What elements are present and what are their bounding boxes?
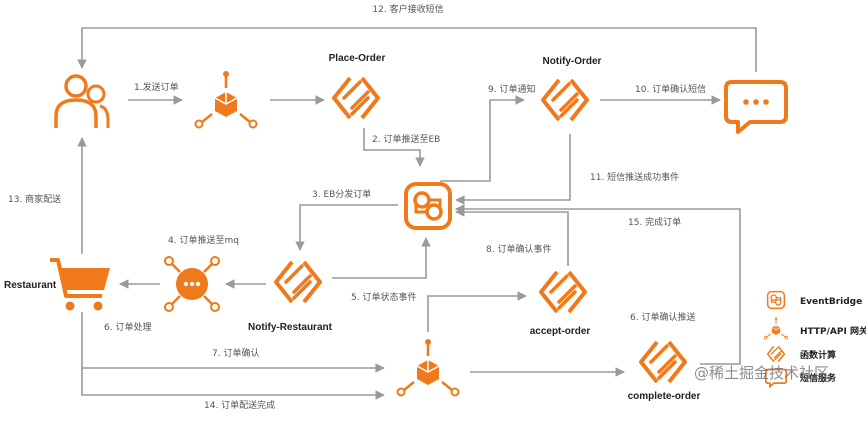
node-label-notify-order: Notify-Order xyxy=(543,56,602,67)
shopping-cart-icon xyxy=(50,258,110,311)
customer-icon xyxy=(54,74,110,128)
edge-15 xyxy=(455,204,741,365)
notify-restaurant-icon xyxy=(274,260,322,304)
accept-order-icon xyxy=(539,270,587,314)
api-gateway-icon xyxy=(194,69,258,129)
edge-9 xyxy=(440,95,525,182)
edge-label-10: 10. 订单确认短信 xyxy=(635,83,706,95)
edge-label-5: 5. 订单状态事件 xyxy=(351,291,416,303)
edge-2 xyxy=(363,128,425,167)
edge-label-11: 11. 短信推送成功事件 xyxy=(590,171,679,183)
edge-7 xyxy=(81,312,385,373)
edge-label-2: 2. 订单推送至EB xyxy=(372,133,440,145)
edge-label-8: 8. 订单确认事件 xyxy=(486,243,551,255)
legend-sms-icon xyxy=(764,368,788,389)
legend-eventbridge-icon xyxy=(766,290,786,310)
node-label-restaurant: Restaurant xyxy=(4,280,57,291)
edge-label-4: 4. 订单推送至mq xyxy=(168,234,239,246)
api-gateway-2-icon xyxy=(396,337,460,397)
edge-label-6b: 6. 订单确认推送 xyxy=(630,311,695,323)
legend: EventBridge HTTP/API 网关 函数计算 短信服务 xyxy=(763,290,866,389)
legend-label-3: 短信服务 xyxy=(800,372,837,384)
edge-11 xyxy=(455,134,571,205)
edge-label-14: 14. 订单配送完成 xyxy=(204,399,275,411)
edge-label-12: 12. 客户接收短信 xyxy=(372,3,443,15)
edge-3 xyxy=(295,204,398,251)
edge-label-7: 7. 订单确认 xyxy=(212,347,259,359)
connectors xyxy=(77,27,757,400)
legend-label-2: 函数计算 xyxy=(800,349,836,361)
edge-5 xyxy=(332,237,431,279)
legend-api-gateway-icon xyxy=(763,316,789,340)
edge-12 xyxy=(77,27,757,72)
sms-icon xyxy=(724,80,788,134)
edge-label-9: 9. 订单通知 xyxy=(488,83,535,95)
node-label-accept-order: accept-order xyxy=(530,326,591,337)
watermark: @稀土掘金技术社区 xyxy=(694,364,829,382)
node-label-place-order: Place-Order xyxy=(329,53,386,64)
node-label-notify-restaurant: Notify-Restaurant xyxy=(248,322,333,333)
edge-label-6: 6. 订单处理 xyxy=(104,321,151,333)
edge-api-accept xyxy=(427,291,527,332)
place-order-icon xyxy=(332,76,380,120)
notify-order-icon xyxy=(541,78,589,122)
edge-label-1: 1.发送订单 xyxy=(134,81,179,93)
edge-14 xyxy=(81,368,385,400)
legend-label-1: HTTP/API 网关 xyxy=(800,325,866,337)
edge-label-15: 15. 完成订单 xyxy=(628,216,681,228)
complete-order-icon xyxy=(639,340,687,384)
legend-label-0: EventBridge xyxy=(800,297,862,307)
legend-function-compute-icon xyxy=(766,345,786,363)
mq-icon xyxy=(164,256,220,312)
edge-8 xyxy=(455,207,569,266)
edge-label-13: 13. 商家配送 xyxy=(8,193,61,205)
edge-label-3: 3. EB分发订单 xyxy=(312,188,371,200)
node-label-complete-order: complete-order xyxy=(628,391,701,402)
eventbridge-icon xyxy=(404,182,452,230)
